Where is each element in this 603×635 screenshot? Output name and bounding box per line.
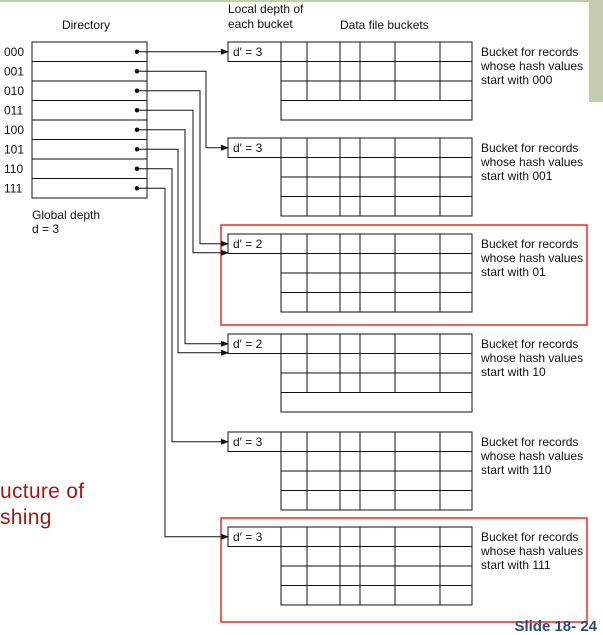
- directory-entry-label: 001: [4, 65, 24, 79]
- directory-table: 000 001 010 011 100 101 110 111: [4, 41, 148, 199]
- bucket-description: whose hash values: [480, 351, 583, 365]
- directory-header: Directory: [62, 18, 110, 32]
- data-buckets-header: Data file buckets: [340, 18, 429, 32]
- pointer-arrow-110: [137, 168, 229, 445]
- bucket-description: whose hash values: [480, 449, 583, 463]
- bucket-description: start with 10: [481, 365, 546, 379]
- bucket-description: start with 001: [481, 169, 553, 183]
- directory-entry-label: 111: [4, 182, 23, 196]
- slide-title-line2: shing: [0, 506, 52, 529]
- slide-top-border: [0, 0, 603, 2]
- bucket-description: Bucket for records: [481, 141, 578, 155]
- pointer-arrow-010: [137, 90, 229, 247]
- bucket-description: start with 01: [481, 265, 546, 279]
- directory-entry-label: 101: [4, 143, 24, 157]
- bucket-highlight-box: [220, 517, 588, 623]
- bucket-description: whose hash values: [480, 155, 583, 169]
- directory-entry-label: 100: [4, 123, 24, 137]
- bucket-local-depth: d′ = 3: [233, 45, 263, 59]
- bucket-description: start with 111: [481, 558, 551, 572]
- bucket-local-depth: d′ = 3: [233, 435, 263, 449]
- local-depth-header-line2: each bucket: [228, 17, 293, 31]
- bucket-description: whose hash values: [480, 251, 583, 265]
- bucket-highlight-box: [220, 224, 588, 326]
- bucket-description: start with 110: [481, 463, 552, 477]
- global-depth-label: Global depth: [32, 208, 100, 222]
- bucket-local-depth: d′ = 2: [233, 237, 263, 251]
- slide-title-line1: ucture of: [0, 480, 85, 503]
- bucket-description: Bucket for records: [481, 237, 578, 251]
- bucket-description: Bucket for records: [481, 337, 578, 351]
- global-depth-value: d = 3: [32, 222, 59, 236]
- directory-entry-label: 000: [4, 45, 24, 59]
- bucket-local-depth: d′ = 3: [233, 530, 263, 544]
- slide-accent-bar: [589, 0, 603, 102]
- directory-entry-label: 011: [4, 104, 23, 118]
- pointer-arrow-111: [137, 187, 229, 540]
- bucket-description: Bucket for records: [481, 435, 578, 449]
- directory-entry-label: 110: [4, 162, 23, 176]
- directory-entry-label: 010: [4, 84, 24, 98]
- pointer-arrow-011: [137, 109, 229, 256]
- directory-pointers: [137, 48, 229, 540]
- bucket-description: whose hash values: [480, 59, 583, 73]
- local-depth-header-line1: Local depth of: [228, 2, 304, 16]
- bucket-description: Bucket for records: [481, 45, 578, 59]
- bucket-description: whose hash values: [480, 544, 583, 558]
- bucket-description: start with 000: [481, 73, 553, 87]
- bucket-local-depth: d′ = 3: [233, 141, 263, 155]
- pointer-arrow-001: [137, 70, 229, 151]
- bucket-local-depth: d′ = 2: [233, 337, 263, 351]
- pointer-arrow-100: [137, 129, 229, 347]
- bucket-description: Bucket for records: [481, 530, 578, 544]
- pointer-arrow-101: [137, 148, 229, 356]
